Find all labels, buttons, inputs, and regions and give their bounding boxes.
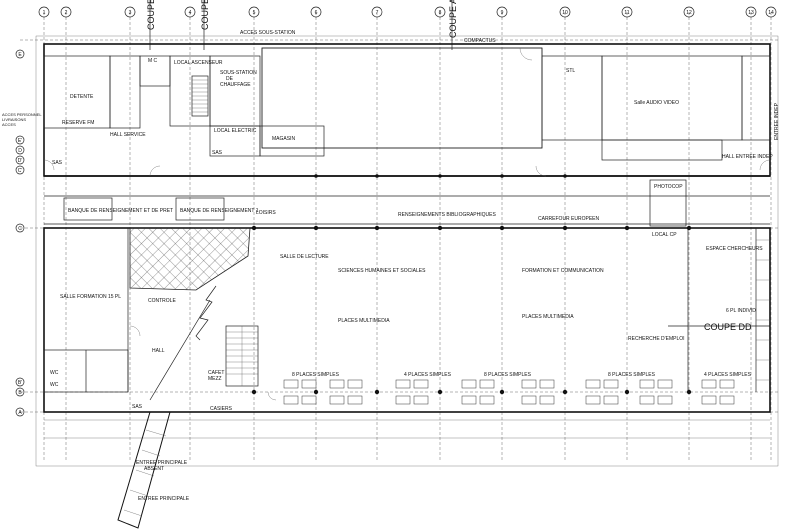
room-sas-bottom: SAS — [132, 404, 143, 410]
grid-label-14: 14 — [768, 10, 774, 16]
entrance-labels: ENTREE PRINCIPALE ABSENT ENTREE PRINCIPA… — [136, 460, 190, 502]
room-reserve-fm: RESERVE FM — [62, 120, 94, 126]
room-acces-sous-station: ACCES SOUS-STATION — [240, 30, 296, 36]
label-places-simples-1: 8 PLACES SIMPLES — [292, 372, 340, 378]
hall-partitions — [43, 228, 770, 393]
room-acces-personnel-2: LIVRAISONS — [2, 117, 26, 122]
grid-row-c-prime: C' — [18, 168, 23, 174]
room-entree-indep: ENTREE INDEP — [774, 102, 780, 140]
structural-columns — [251, 174, 692, 395]
room-photocop: PHOTOCOP — [654, 184, 683, 190]
room-wc-2: WC — [50, 382, 59, 388]
room-pl-indiv: 6 PL INDIVID — [726, 308, 756, 314]
grid-label-10: 10 — [562, 10, 568, 16]
grid-label-8: 8 — [439, 10, 442, 16]
section-cc-label: COUPE CC — [146, 0, 156, 30]
reading-desks — [283, 379, 735, 405]
label-places-simples-3: 8 PLACES SIMPLES — [484, 372, 532, 378]
grid-label-11: 11 — [624, 10, 629, 16]
grid-label-1: 1 — [43, 10, 46, 16]
label-places-simples-2: 4 PLACES SIMPLES — [404, 372, 452, 378]
room-casiers: CASIERS — [210, 406, 233, 412]
room-recherche-emploi: RECHERCHE D'EMPLOI — [628, 336, 685, 342]
room-sous-station-3: CHAUFFAGE — [220, 82, 251, 88]
north-wing-rooms — [43, 47, 771, 227]
section-dd-label: COUPE DD — [704, 322, 752, 332]
room-wc-1: WC — [50, 370, 59, 376]
grid-label-6: 6 — [315, 10, 318, 16]
door-swings — [43, 47, 771, 401]
north-wing-labels: ACCES SOUS-STATION COMPACTUS M C LOCAL A… — [2, 30, 780, 166]
room-hall-service: HALL SERVICE — [110, 132, 146, 138]
room-sous-station-1: SOUS-STATION — [220, 70, 257, 76]
label-entree-principale-3: ENTREE PRINCIPALE — [138, 496, 190, 502]
control-barrier — [149, 285, 217, 401]
section-bb-label: COUPE BB — [200, 0, 210, 30]
grid-label-4: 4 — [189, 10, 192, 16]
room-formation: FORMATION ET COMMUNICATION — [522, 268, 604, 274]
room-carrefour: CARREFOUR EUROPEEN — [538, 216, 600, 222]
label-places-simples-5: 4 PLACES SIMPLES — [704, 372, 752, 378]
room-salle-lecture: SALLE DE LECTURE — [280, 254, 329, 260]
grid-row-e-prime: E' — [18, 138, 22, 144]
label-entree-principale-1: ENTREE PRINCIPALE — [136, 460, 188, 466]
room-cafet: CAFET — [208, 370, 224, 376]
grid-row-a: A — [18, 410, 22, 416]
room-compactus: COMPACTUS — [464, 38, 496, 44]
room-hall: HALL — [152, 348, 165, 354]
room-sous-station-2: DE — [226, 76, 234, 82]
service-band-labels: BANQUE DE RENSEIGNEMENT ET DE PRET BANQU… — [63, 184, 683, 238]
grid-row-b: B — [18, 390, 22, 396]
entrance-ramp — [117, 411, 171, 529]
stair-north — [191, 75, 209, 117]
room-sciences-humaines: SCIENCES HUMAINES ET SOCIALES — [338, 268, 426, 274]
room-sas-left: SAS — [52, 160, 63, 166]
room-loisirs: LOISIRS — [256, 210, 276, 216]
room-acces-personnel-3: ACCES — [2, 122, 16, 127]
grid-row-d-prime: D' — [18, 158, 23, 164]
room-places-multimedia-1: PLACES MULTIMEDIA — [338, 318, 390, 324]
grid-row-e: E — [18, 52, 22, 58]
room-sas-mid: SAS — [212, 150, 223, 156]
main-hall-labels: SALLE DE LECTURE SCIENCES HUMAINES ET SO… — [50, 246, 763, 412]
room-salle-formation: SALLE FORMATION 15 PL — [60, 294, 121, 300]
grid-label-9: 9 — [501, 10, 504, 16]
grid-label-2: 2 — [65, 10, 68, 16]
hatched-void — [129, 227, 251, 291]
room-mc: M C — [148, 58, 158, 64]
room-banque-1: BANQUE DE RENSEIGNEMENT 1 — [180, 208, 259, 214]
room-local-cp: LOCAL CP — [652, 232, 677, 238]
room-acces-personnel-1: ACCES PERSONNEL — [2, 112, 42, 117]
room-espace-chercheurs: ESPACE CHERCHEURS — [706, 246, 763, 252]
grid-row-d: D — [18, 148, 22, 154]
room-banque-pret: BANQUE DE RENSEIGNEMENT ET DE PRET — [68, 208, 173, 214]
grid-row-c: C — [18, 226, 22, 232]
grid-label-5: 5 — [253, 10, 256, 16]
room-mezz: MEZZ — [208, 376, 222, 382]
room-places-multimedia-2: PLACES MULTIMEDIA — [522, 314, 574, 320]
grid-label-7: 7 — [376, 10, 379, 16]
room-detente: DETENTE — [70, 94, 94, 100]
grid-label-12: 12 — [686, 10, 692, 16]
room-salle-audio-video: Salle AUDIO VIDEO — [634, 100, 679, 106]
room-controle: CONTROLE — [148, 298, 176, 304]
grid-label-3: 3 — [129, 10, 132, 16]
room-magasin: MAGASIN — [272, 136, 295, 142]
grid-row-bubbles: E D C B A E' D' C' B' — [15, 49, 25, 417]
section-aa-label: COUPE AA — [448, 0, 458, 38]
label-places-simples-4: 8 PLACES SIMPLES — [608, 372, 656, 378]
room-local-electric: LOCAL ELECTRIC — [214, 128, 257, 134]
grid-row-b-prime: B' — [18, 380, 22, 386]
grid-column-bubbles: 1 2 3 4 5 6 7 8 9 10 11 12 13 14 — [38, 6, 777, 18]
room-stl: STL — [566, 68, 575, 74]
room-renseignements: RENSEIGNEMENTS BIBLIOGRAPHIQUES — [398, 212, 496, 218]
section-markers: COUPE CC COUPE BB COUPE AA COUPE DD — [146, 0, 770, 332]
grid-label-13: 13 — [748, 10, 754, 16]
room-hall-entree-indep: HALL ENTREE INDEP — [722, 154, 773, 160]
label-entree-principale-2: ABSENT — [144, 466, 164, 472]
room-local-ascenseur: LOCAL ASCENSEUR — [174, 60, 223, 66]
